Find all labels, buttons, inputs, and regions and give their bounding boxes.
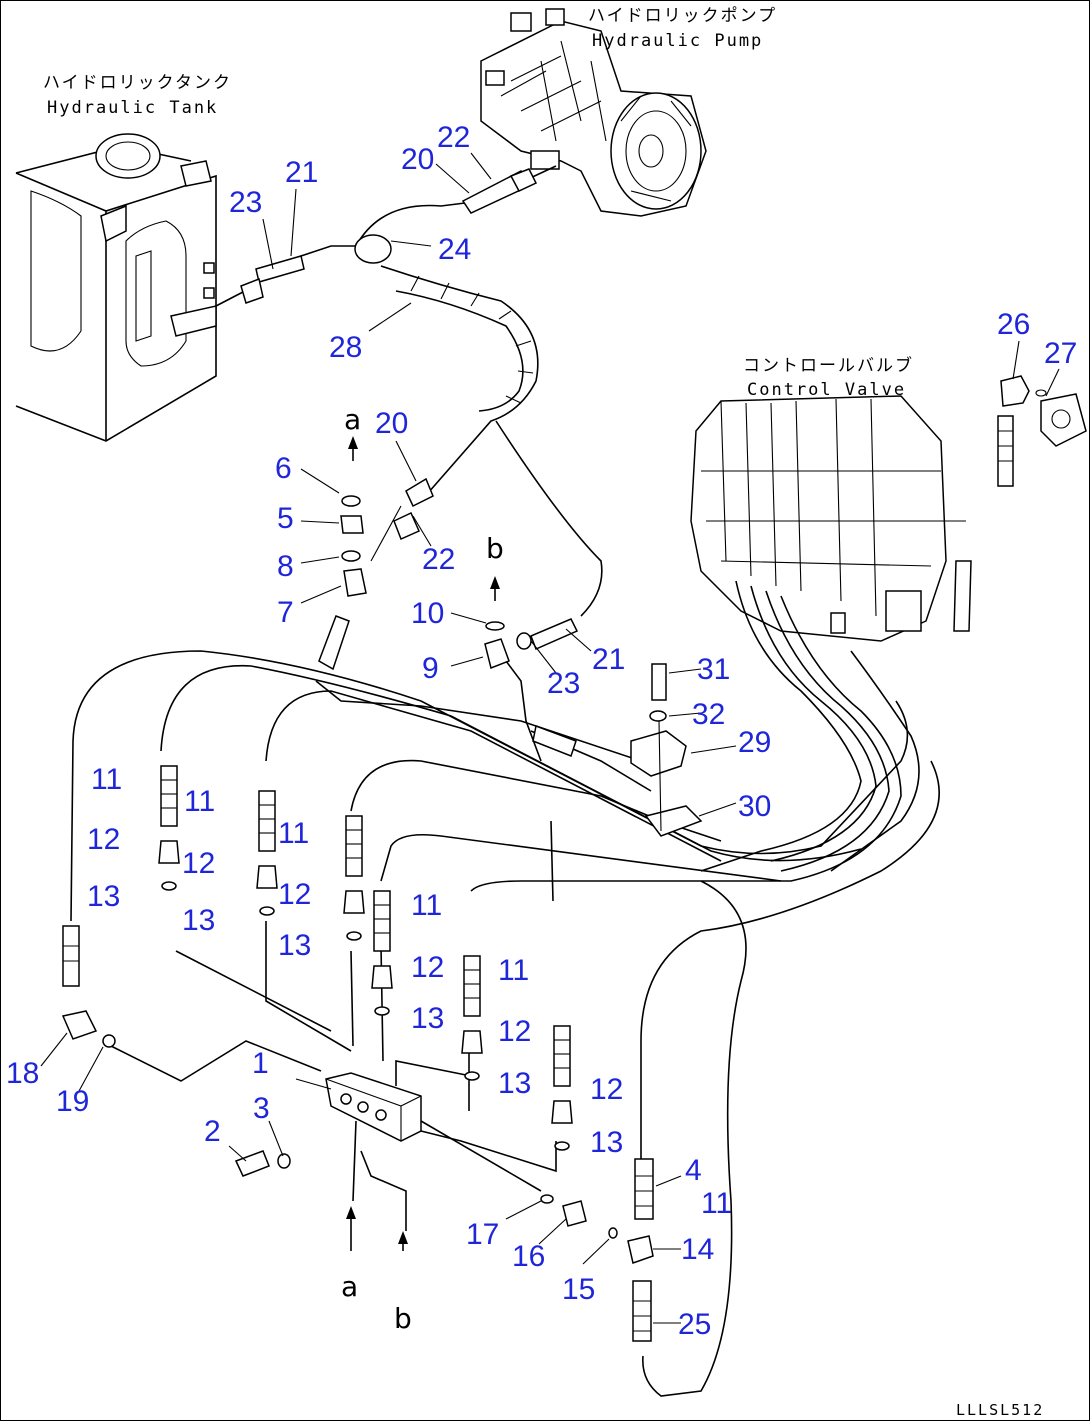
callout-4: 4 [685,1154,702,1187]
hydraulic-pump-label-en: Hydraulic Pump [592,31,763,51]
callout-13c: 13 [278,929,311,962]
callout-30: 30 [738,790,771,823]
callout-2: 2 [204,1115,221,1148]
callout-12f: 12 [590,1073,623,1106]
adapter-1 [158,840,180,864]
hose-end-2 [258,790,276,852]
hydraulic-tank-label-en: Hydraulic Tank [47,98,218,118]
hose-end-6 [553,1025,571,1087]
connection-refs: a b a b [341,403,504,1335]
callout-23b: 23 [547,667,580,700]
connection-arrows [346,436,500,1251]
hose-lines [70,165,940,1397]
adapter-5 [461,1030,483,1054]
o-ring-2 [259,906,275,916]
callout-15: 15 [562,1273,595,1306]
control-valve-label-jp: コントロールバルブ [743,355,914,376]
callout-12b: 12 [182,847,215,880]
callout-25: 25 [678,1308,711,1341]
callout-27: 27 [1044,337,1077,370]
callout-18: 18 [6,1057,39,1090]
callout-13e: 13 [498,1067,531,1100]
o-ring-5 [464,1071,480,1081]
callout-11a: 11 [91,763,122,796]
callout-6: 6 [275,452,292,485]
hydraulic-pump [480,8,707,217]
connection-ref-a-bottom: a [341,1270,358,1303]
callout-24: 24 [438,233,471,266]
adapter-3 [343,890,365,914]
callout-9: 9 [422,652,439,685]
o-ring-1 [161,881,177,891]
connection-ref-a-top: a [344,403,361,436]
callout-11c: 11 [278,817,309,850]
callout-13b: 13 [182,904,215,937]
callout-21b: 21 [592,643,625,676]
callout-3: 3 [253,1092,270,1125]
callout-28: 28 [329,331,362,364]
callout-20a: 20 [401,143,434,176]
hose-end-4 [373,890,391,952]
callout-11f: 11 [701,1187,732,1220]
hose-end-3 [345,815,363,877]
hydraulic-tank [15,133,217,442]
callout-11b: 11 [184,785,215,818]
callout-12d: 12 [411,951,444,984]
block-27 [1035,389,1087,447]
adapter-2 [256,865,278,889]
callout-22b: 22 [422,543,455,576]
callout-numbers: 1 2 3 4 5 6 7 8 9 10 11 11 11 11 11 11 1… [6,121,1077,1341]
callout-13f: 13 [590,1126,623,1159]
callout-23a: 23 [229,186,262,219]
callout-21a: 21 [285,156,318,189]
callout-5: 5 [277,502,294,535]
drawing-code: LLLSL512 [956,1401,1044,1419]
control-valve-label-en: Control Valve [747,380,906,400]
connection-ref-b-top: b [486,532,504,565]
callout-7: 7 [277,596,294,629]
adapter-6 [551,1100,573,1124]
hose-end-5 [463,955,481,1017]
callout-12a: 12 [87,823,120,856]
callout-22a: 22 [437,121,470,154]
callout-32: 32 [692,698,725,731]
callout-12c: 12 [278,878,311,911]
callout-29: 29 [738,726,771,759]
callout-19: 19 [56,1085,89,1118]
callout-26: 26 [997,308,1030,341]
hose-fitting-columns [158,765,573,1151]
o-ring-6 [554,1141,570,1151]
o-ring-3 [346,931,362,941]
o-ring-4 [374,1006,390,1016]
hydraulic-pump-label-jp: ハイドロリックポンプ [588,6,777,26]
adapter-4 [371,965,393,989]
callout-8: 8 [277,550,294,583]
callout-1: 1 [252,1047,269,1080]
callout-13a: 13 [87,880,120,913]
control-valve [690,395,972,642]
elbow-fitting-26 [997,375,1030,487]
callout-10: 10 [411,597,444,630]
callout-17: 17 [466,1218,499,1251]
connection-ref-b-bottom: b [394,1302,412,1335]
callout-11e: 11 [498,954,529,987]
hose-end-1 [160,765,178,827]
leader-lines [40,152,1060,1324]
callout-31: 31 [697,653,730,686]
fittings [61,168,703,1342]
callout-13d: 13 [411,1002,444,1035]
callout-20b: 20 [375,407,408,440]
callout-12e: 12 [498,1015,531,1048]
component-labels: ハイドロリックタンク Hydraulic Tank ハイドロリックポンプ Hyd… [43,6,914,400]
callout-16: 16 [512,1240,545,1273]
callout-14: 14 [681,1233,714,1266]
manifold-block [325,1072,422,1142]
hydraulic-tank-label-jp: ハイドロリックタンク [43,73,232,93]
callout-11d: 11 [411,889,442,922]
